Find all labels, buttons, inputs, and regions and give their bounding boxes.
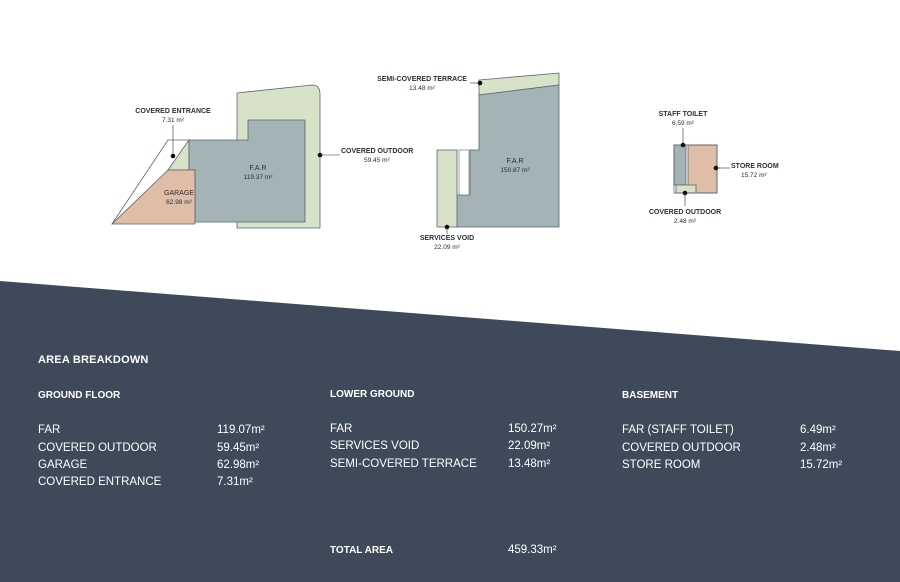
lower-semi-covered-terrace-label: SEMI-COVERED TERRACE bbox=[377, 76, 467, 83]
ground-far-label: F.A.R bbox=[249, 165, 266, 172]
basement-row-value: 15.72m² bbox=[800, 459, 843, 471]
ground-garage-area bbox=[111, 169, 196, 225]
basement-store-room-value: 15.72 m² bbox=[741, 172, 767, 179]
ground-garage-label: GARAGE bbox=[164, 190, 194, 197]
basement-covered-outdoor-label: COVERED OUTDOOR bbox=[649, 209, 721, 216]
ground-row-label: GARAGE bbox=[38, 459, 88, 471]
ground-floor-title: GROUND FLOOR bbox=[38, 390, 121, 401]
ground-row-value: 119.07m² bbox=[217, 424, 265, 436]
lower-ground-title: LOWER GROUND bbox=[330, 389, 415, 400]
ground-garage-value: 62.98 m² bbox=[166, 199, 192, 206]
lower-row-value: 13.48m² bbox=[508, 458, 551, 470]
ground-covered-outdoor-value: 59.45 m² bbox=[364, 157, 390, 164]
ground-covered-outdoor-label: COVERED OUTDOOR bbox=[341, 148, 413, 155]
lower-row-label: SEMI-COVERED TERRACE bbox=[330, 458, 477, 470]
lower-semi-covered-terrace-value: 13.48 m² bbox=[409, 85, 435, 92]
ground-row-value: 59.45m² bbox=[217, 442, 260, 454]
lower-row-value: 22.09m² bbox=[508, 440, 551, 452]
basement-row-value: 6.49m² bbox=[800, 424, 836, 436]
basement-row-label: COVERED OUTDOOR bbox=[622, 442, 741, 454]
ground-covered-entrance-marker bbox=[170, 153, 176, 159]
basement-title: BASEMENT bbox=[622, 390, 679, 401]
ground-floor-plan: COVERED ENTRANCE 7.31 m² F.A.R 119.37 m²… bbox=[111, 84, 413, 229]
lower-row-label: SERVICES VOID bbox=[330, 440, 420, 452]
basement-covered-outdoor-value: 2.48 m² bbox=[674, 218, 697, 225]
ground-row-label: COVERED OUTDOOR bbox=[38, 442, 157, 454]
basement-row-label: STORE ROOM bbox=[622, 459, 701, 471]
lower-far-value: 150.87 m² bbox=[500, 167, 530, 174]
ground-covered-entrance-label: COVERED ENTRANCE bbox=[135, 108, 211, 115]
basement-row-value: 2.48m² bbox=[800, 442, 836, 454]
basement-plan: STAFF TOILET 6.59 m² STORE ROOM 15.72 m²… bbox=[649, 111, 779, 225]
area-breakdown-title: AREA BREAKDOWN bbox=[38, 354, 149, 366]
basement-store-room-label: STORE ROOM bbox=[731, 163, 779, 170]
lower-void-inner bbox=[458, 149, 470, 196]
lower-terrace-marker bbox=[477, 80, 483, 86]
basement-row-label: FAR (STAFF TOILET) bbox=[622, 424, 734, 436]
lower-row-label: FAR bbox=[330, 423, 353, 435]
total-area-value: 459.33m² bbox=[508, 544, 557, 556]
total-area-label: TOTAL AREA bbox=[330, 545, 393, 556]
ground-row-value: 62.98m² bbox=[217, 459, 260, 471]
ground-far-value: 119.37 m² bbox=[244, 174, 274, 181]
lower-services-void-label: SERVICES VOID bbox=[420, 235, 474, 242]
lower-far-label: F.A.R bbox=[506, 158, 523, 165]
basement-staff-toilet-marker bbox=[680, 142, 686, 148]
ground-covered-entrance-value: 7.31 m² bbox=[162, 117, 185, 124]
ground-outline bbox=[111, 139, 189, 225]
ground-row-label: FAR bbox=[38, 424, 61, 436]
area-breakdown-panel-bg bbox=[0, 281, 900, 582]
lower-services-void-area bbox=[436, 149, 458, 228]
lower-far-area bbox=[456, 84, 560, 228]
lower-row-value: 150.27m² bbox=[508, 423, 557, 435]
basement-staff-toilet-label: STAFF TOILET bbox=[659, 111, 708, 118]
basement-staff-toilet-value: 6.59 m² bbox=[672, 120, 695, 127]
ground-row-label: COVERED ENTRANCE bbox=[38, 476, 162, 488]
lower-services-void-value: 22.09 m² bbox=[434, 244, 460, 251]
lower-ground-plan: SEMI-COVERED TERRACE 13.48 m² F.A.R 150.… bbox=[377, 72, 560, 251]
ground-row-value: 7.31m² bbox=[217, 476, 253, 488]
basement-staff-toilet-area bbox=[673, 144, 687, 186]
